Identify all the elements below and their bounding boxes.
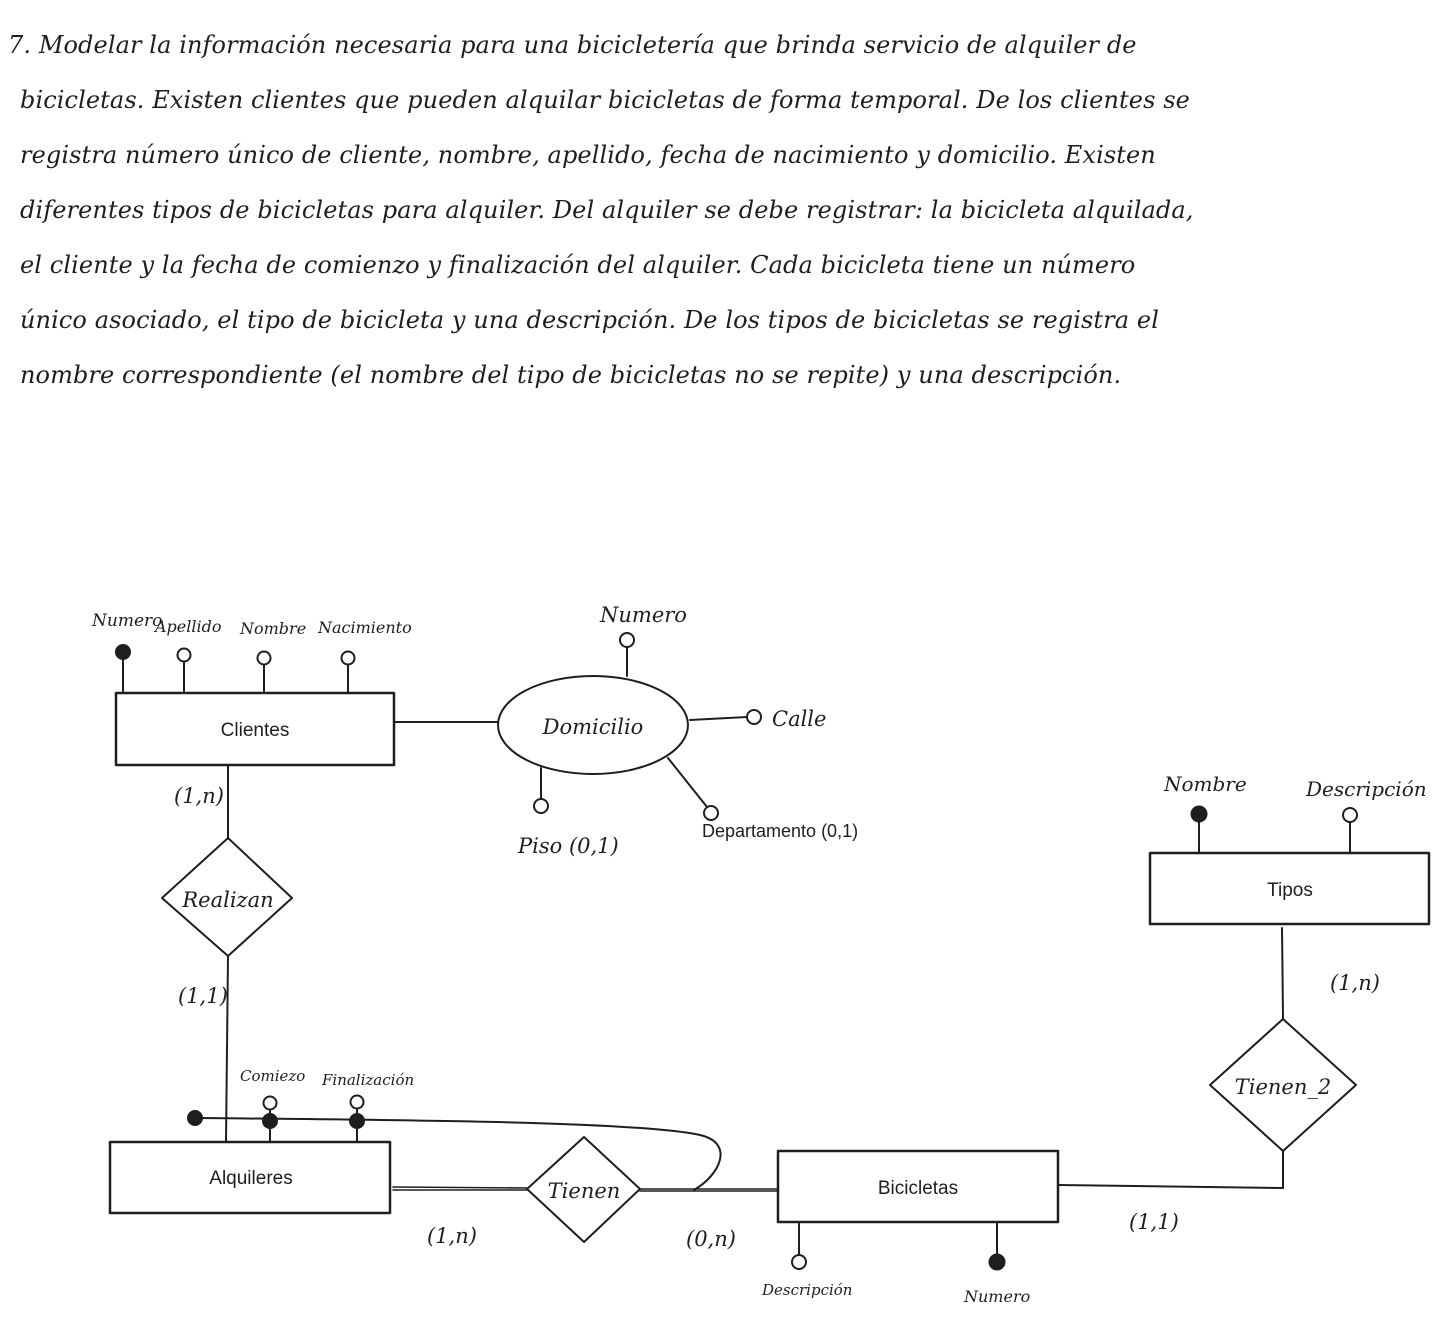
entity-tipos[interactable]: Tipos xyxy=(1148,851,1431,926)
statement-line: único asociado, el tipo de bicicleta y u… xyxy=(20,306,1159,334)
attribute-marker xyxy=(1342,807,1358,823)
attribute-bicicletas-numero: Numero xyxy=(963,1221,1030,1306)
connector-alquileres-tienen xyxy=(392,1186,528,1191)
statement-line: bicicletas. Existen clientes que pueden … xyxy=(20,86,1190,114)
diamond xyxy=(526,1136,641,1243)
attribute-clientes-nacimiento: Nacimiento xyxy=(317,618,412,694)
attribute-tipos-descripcion: Descripción xyxy=(1305,777,1427,854)
entity-box xyxy=(776,1149,1060,1224)
attribute-marker xyxy=(703,805,719,821)
entity-box xyxy=(108,1140,392,1215)
attribute-marker xyxy=(349,1094,365,1110)
attribute-label: Piso (0,1) xyxy=(517,834,619,858)
attribute-marker xyxy=(256,650,272,666)
attribute-domicilio-departamento: Departamento (0,1) xyxy=(667,757,858,841)
attribute-label: Numero xyxy=(963,1287,1030,1306)
attribute-label: Descripción xyxy=(761,1281,852,1299)
attribute-label: Comiezo xyxy=(240,1067,305,1085)
composite-attribute-label: Domicilio xyxy=(542,715,644,739)
cardinality-label: (1,n) xyxy=(174,784,224,808)
connector-tienen-bicicletas xyxy=(639,1188,778,1192)
attribute-marker xyxy=(619,632,635,648)
cardinality-label: (1,n) xyxy=(427,1224,477,1248)
statement-line: 7. Modelar la información necesaria para… xyxy=(8,31,1137,59)
cardinality-label: (1,1) xyxy=(178,984,228,1008)
key-attribute-marker xyxy=(1190,805,1208,823)
attribute-clientes-nombre: Nombre xyxy=(239,619,306,694)
attribute-label: Descripción xyxy=(1305,777,1427,801)
relationship-label: Tienen_2 xyxy=(1235,1075,1332,1099)
attribute-domicilio-piso: Piso (0,1) xyxy=(517,767,619,858)
attribute-bicicletas-descripcion: Descripción xyxy=(761,1221,852,1299)
diamond xyxy=(1209,1018,1357,1152)
attribute-marker xyxy=(176,647,192,663)
key-attribute-marker xyxy=(115,644,131,660)
cardinality-label: (1,1) xyxy=(1129,1210,1179,1234)
attribute-marker xyxy=(746,709,762,725)
entity-label: Tipos xyxy=(1267,880,1313,901)
entity-label: Clientes xyxy=(221,720,290,741)
attribute-label: Nombre xyxy=(239,619,306,638)
entity-clientes[interactable]: Clientes xyxy=(114,691,396,767)
statement-line: nombre correspondiente (el nombre del ti… xyxy=(20,361,1122,389)
attribute-label: Nombre xyxy=(1163,772,1247,796)
relationship-label: Realizan xyxy=(181,888,273,912)
attribute-alquileres-comienzo: Comiezo xyxy=(240,1067,305,1143)
composite-identifier xyxy=(187,1110,722,1191)
statement-line: registra número único de cliente, nombre… xyxy=(20,141,1156,169)
attribute-label: Numero xyxy=(91,611,162,631)
relationship-tienen[interactable]: Tienen xyxy=(526,1136,641,1243)
attribute-tipos-nombre: Nombre xyxy=(1163,772,1247,854)
attribute-label: Apellido xyxy=(153,617,222,636)
attribute-label: Numero xyxy=(599,603,687,627)
attribute-label: Finalización xyxy=(321,1071,414,1089)
attribute-label: Departamento (0,1) xyxy=(702,821,858,841)
entity-box xyxy=(1148,851,1431,926)
relationship-realizan[interactable]: Realizan xyxy=(161,837,293,957)
attribute-clientes-numero: Numero xyxy=(91,611,162,694)
entity-alquileres[interactable]: Alquileres xyxy=(108,1140,392,1215)
entity-label: Alquileres xyxy=(209,1168,292,1189)
key-attribute-marker xyxy=(187,1110,203,1126)
entity-box xyxy=(114,691,396,767)
attribute-domicilio-numero: Numero xyxy=(599,603,687,677)
cardinality-label: (0,n) xyxy=(686,1227,736,1251)
composite-attribute-domicilio[interactable]: Domicilio xyxy=(497,675,689,775)
key-attribute-marker xyxy=(262,1113,278,1129)
key-attribute-marker xyxy=(988,1253,1006,1271)
attribute-label: Nacimiento xyxy=(317,618,412,637)
statement-line: el cliente y la fecha de comienzo y fina… xyxy=(20,251,1136,279)
cardinality-label: (1,n) xyxy=(1330,971,1380,995)
attribute-clientes-apellido: Apellido xyxy=(153,617,222,694)
key-attribute-marker xyxy=(349,1113,365,1129)
attribute-domicilio-calle: Calle xyxy=(689,707,826,731)
attribute-marker xyxy=(791,1254,807,1270)
statement-line: diferentes tipos de bicicletas para alqu… xyxy=(20,196,1194,224)
exercise-statement: 7. Modelar la información necesaria para… xyxy=(8,18,1308,403)
connector-bicicletas-tienen-2 xyxy=(1057,1184,1284,1189)
identifier-curve xyxy=(194,1117,722,1191)
entity-label: Bicicletas xyxy=(878,1178,958,1199)
entity-bicicletas[interactable]: Bicicletas xyxy=(776,1149,1060,1224)
attribute-marker xyxy=(533,798,549,814)
connector-realizan-alquileres xyxy=(225,955,229,1143)
attribute-marker xyxy=(340,650,356,666)
attribute-label: Calle xyxy=(772,707,826,731)
attribute-alquileres-finalizacion: Finalización xyxy=(321,1071,414,1143)
connector-tipos-tienen-2 xyxy=(1281,927,1284,1020)
ellipse xyxy=(497,675,689,775)
relationship-label: Tienen xyxy=(548,1179,621,1203)
attribute-marker xyxy=(262,1095,278,1111)
relationship-tienen-2[interactable]: Tienen_2 xyxy=(1209,1018,1357,1152)
